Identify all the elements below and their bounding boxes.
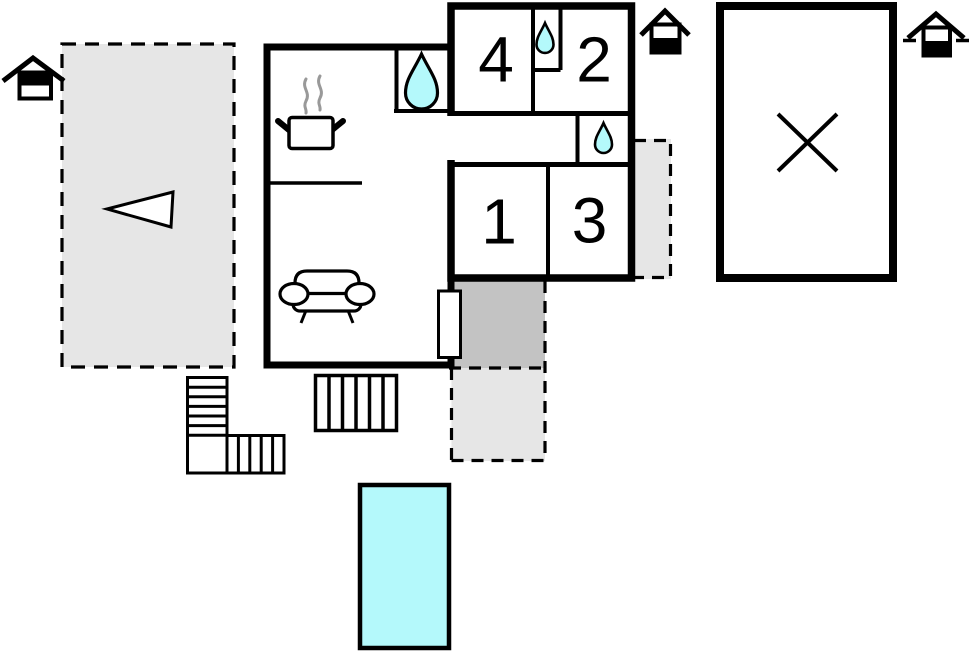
pool-area — [357, 482, 452, 651]
kitchen — [275, 74, 346, 151]
living-room — [278, 269, 376, 324]
room-4-label: 4 — [478, 24, 514, 96]
hall-opening — [445, 116, 459, 160]
cooking-pot-icon — [287, 115, 335, 151]
water-drop-icon — [593, 119, 614, 155]
sofa-armrest-left — [278, 281, 310, 307]
house-marker-right — [903, 10, 969, 58]
room-3-label: 3 — [572, 185, 608, 257]
x-cross-icon — [776, 112, 839, 173]
steam-icon — [303, 77, 309, 115]
straight-stairs — [313, 373, 399, 433]
house-roof — [1, 54, 66, 84]
pool — [357, 482, 452, 651]
wc-top — [535, 19, 555, 55]
sofa-icon — [278, 269, 376, 324]
interior-walls — [267, 6, 631, 278]
direction-triangle-icon — [101, 190, 175, 229]
pot-handle-left — [275, 118, 292, 133]
wc-middle — [593, 119, 614, 155]
terrace-door — [437, 289, 462, 359]
side-terrace — [633, 138, 673, 280]
covered-terrace-area — [453, 280, 545, 369]
house-roof — [639, 7, 691, 37]
steam-icon — [317, 74, 323, 112]
side-terrace-area — [633, 139, 671, 279]
stairs-flight-horizontal — [225, 434, 286, 475]
sofa-back — [293, 269, 361, 296]
open-terrace-area — [451, 368, 545, 461]
open-terrace — [449, 281, 547, 463]
outbuilding — [716, 2, 897, 282]
house-top-filled-icon — [17, 70, 53, 86]
water-drop-icon — [535, 19, 555, 55]
water-drop-icon — [403, 50, 440, 111]
bathroom — [403, 50, 440, 111]
covered-terrace — [453, 280, 545, 369]
l-shaped-stairs — [186, 376, 286, 475]
house-marker-center — [639, 7, 691, 55]
stair-treads-icon — [327, 375, 385, 431]
house-bottom-filled-dashed-icon — [921, 41, 952, 57]
room-1-label: 1 — [481, 186, 517, 258]
sofa-armrest-right — [344, 281, 376, 307]
house-roof — [906, 10, 966, 40]
house-bottom-filled-icon — [649, 38, 682, 54]
room-2-label: 2 — [576, 24, 612, 96]
main-house: 1 2 3 4 — [263, 2, 636, 369]
house-marker-left — [1, 54, 66, 101]
side-terrace-border — [634, 138, 673, 280]
left-terrace — [60, 42, 236, 369]
stair-treads-icon — [187, 385, 275, 473]
